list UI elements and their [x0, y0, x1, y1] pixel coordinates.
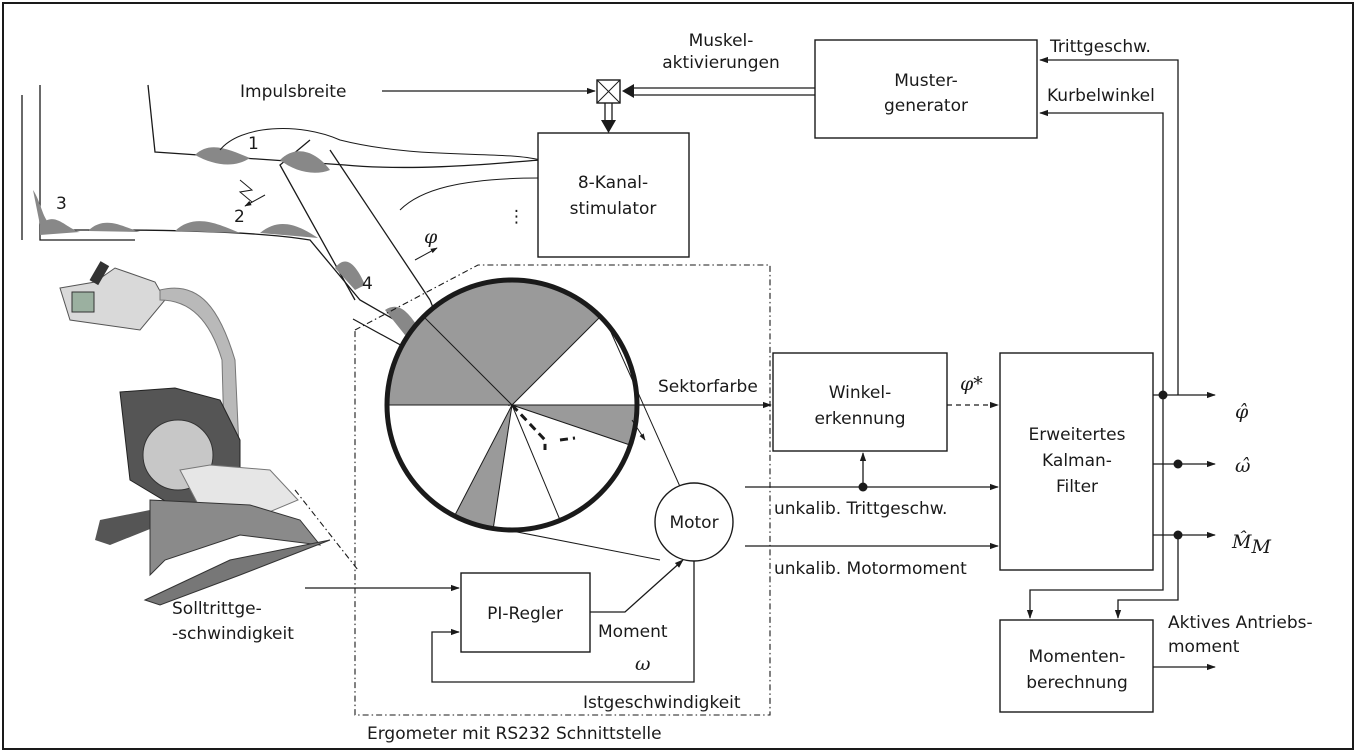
crank-feedback-line: [1039, 109, 1164, 395]
torque-calc-line2: berechnung: [1026, 673, 1128, 693]
muscle-label-4: 4: [362, 274, 373, 294]
speed-feedback-loop: [431, 561, 695, 683]
phi-star-label: φ*: [960, 373, 983, 395]
motor-label: Motor: [669, 513, 718, 533]
belt-lower: [506, 529, 661, 561]
phi-label: φ: [424, 226, 438, 248]
active-torque-line1: Aktives Antriebs-: [1168, 613, 1313, 633]
uncal-cadence-label: unkalib. Trittgeschw.: [774, 499, 947, 519]
sector-wheel: [384, 277, 646, 533]
pattern-generator-line1: Muster-: [894, 71, 957, 91]
omega-hat-output: ω̂: [1235, 455, 1251, 477]
kalman-line2: Kalman-: [1042, 451, 1112, 471]
muscle-activation-arrowhead: [622, 84, 634, 98]
multiplier-node: [596, 79, 621, 104]
kalman-filter-block: [999, 352, 1154, 571]
cadence-feedback-line: [1039, 56, 1179, 395]
actual-speed-label: Istgeschwindigkeit: [583, 693, 741, 713]
torque-calc-block: [999, 619, 1154, 713]
muscle-activations-line2: aktivierungen: [662, 53, 779, 73]
pi-controller-label: PI-Regler: [487, 604, 563, 624]
muscle-activations-line1: Muskel-: [689, 31, 754, 51]
belt-upper: [609, 329, 687, 501]
crank-angle-label: Kurbelwinkel: [1047, 86, 1155, 106]
kalman-line1: Erweitertes: [1029, 425, 1126, 445]
angle-detection-line2: erkennung: [814, 409, 905, 429]
cadence-top-label: Trittgeschw.: [1049, 37, 1151, 57]
ergometer-photo: [59, 261, 331, 606]
setpoint-line2: -schwindigkeit: [172, 624, 294, 644]
pulse-width-label: Impulsbreite: [240, 82, 346, 102]
moment-label: Moment: [598, 622, 668, 642]
m-hat-output: M̂M: [1231, 531, 1271, 558]
kalman-line3: Filter: [1056, 477, 1098, 497]
setpoint-line1: Solltrittge-: [172, 599, 262, 619]
mhat-to-torque-calc: [1114, 535, 1179, 619]
pattern-generator-block: [814, 39, 1038, 139]
pi-controller-block: [460, 572, 591, 653]
active-torque-line2: moment: [1168, 637, 1240, 657]
ergometer-boundary: [354, 264, 771, 716]
muscle-label-1: 1: [248, 134, 259, 154]
angle-detection-line1: Winkel-: [829, 383, 892, 403]
ergometer-label: Ergometer mit RS232 Schnittstelle: [367, 724, 662, 744]
pattern-generator-line2: generator: [884, 96, 968, 116]
lead-dots: ⋮: [508, 207, 525, 227]
sector-color-label: Sektorfarbe: [658, 377, 758, 397]
phi-hat-output: φ̂: [1235, 401, 1249, 423]
omega-label: ω: [635, 653, 651, 675]
torque-calc-line1: Momenten-: [1029, 647, 1126, 667]
stimulator-label-line1: 8-Kanal-: [578, 173, 648, 193]
photo-leader-line: [294, 489, 359, 571]
stimulator-label-line2: stimulator: [570, 199, 657, 219]
muscle-label-2: 2: [234, 207, 245, 227]
muscle-label-3: 3: [56, 194, 67, 214]
stimulator-block: [537, 132, 690, 258]
uncal-torque-label: unkalib. Motormoment: [774, 559, 967, 579]
phi-to-torque-calc: [1026, 395, 1164, 619]
angle-detection-block: [772, 352, 948, 452]
